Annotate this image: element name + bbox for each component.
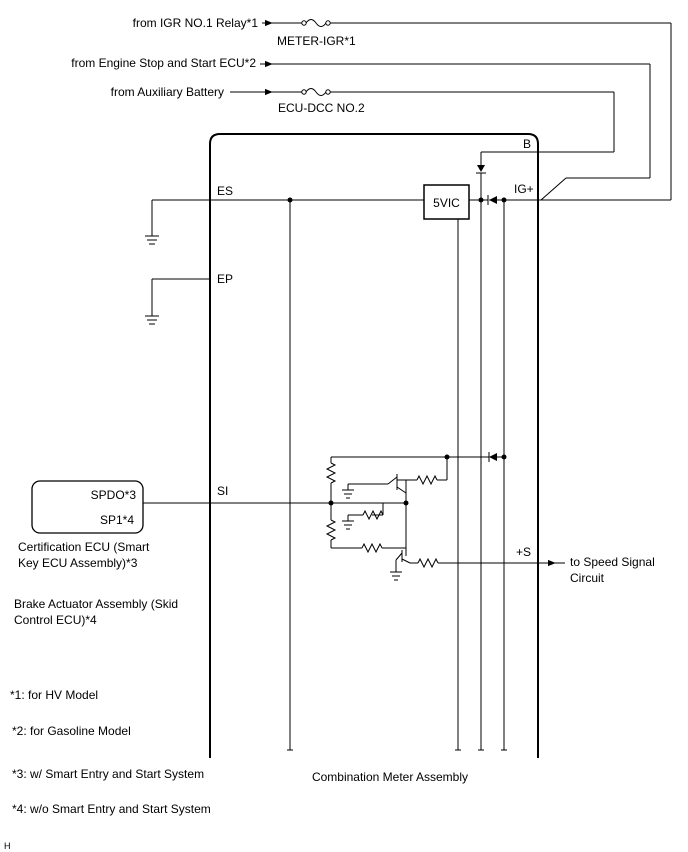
certification-ecu-label-line2: Key ECU Assembly)*3 bbox=[18, 556, 138, 570]
brake-actuator-label-line1: Brake Actuator Assembly (Skid bbox=[14, 597, 178, 611]
b-diode bbox=[476, 152, 486, 200]
transistor-2 bbox=[331, 542, 565, 581]
source-aux-battery-label: from Auxiliary Battery bbox=[111, 85, 224, 99]
ecu-box bbox=[31, 480, 144, 534]
combination-meter-box bbox=[209, 133, 539, 758]
note-4: *4: w/o Smart Entry and Start System bbox=[12, 802, 211, 816]
note-2: *2: for Gasoline Model bbox=[12, 724, 131, 738]
speed-circuit-diode bbox=[331, 452, 504, 480]
regulator-5vic bbox=[423, 184, 470, 220]
ecu-pin-sp1: SP1*4 bbox=[100, 513, 134, 527]
engine-ecu-wire bbox=[260, 60, 651, 201]
speed-circuit-resistors bbox=[143, 457, 409, 548]
note-1: *1: for HV Model bbox=[10, 688, 98, 702]
meter-assembly-label: Combination Meter Assembly bbox=[312, 770, 468, 784]
note-3: *3: w/ Smart Entry and Start System bbox=[12, 767, 204, 781]
fuse-meter-igr-label: METER-IGR*1 bbox=[277, 34, 356, 48]
output-label-line2: Circuit bbox=[570, 571, 605, 585]
terminal-si-label: SI bbox=[217, 484, 228, 498]
terminal-ig-label: IG+ bbox=[514, 182, 534, 196]
corner-mark: H bbox=[4, 841, 11, 851]
source-engine-ecu-label: from Engine Stop and Start ECU*2 bbox=[71, 56, 256, 70]
source-igr-relay-label: from IGR NO.1 Relay*1 bbox=[133, 16, 259, 30]
brake-actuator-label-line2: Control ECU)*4 bbox=[14, 613, 97, 627]
internal-vertical-wires bbox=[455, 200, 507, 751]
fuse-ecu-dcc-label: ECU-DCC NO.2 bbox=[278, 101, 365, 115]
terminal-b-label: B bbox=[523, 137, 531, 151]
output-label-line1: to Speed Signal bbox=[570, 555, 655, 569]
aux-battery-wire bbox=[230, 88, 615, 153]
es-wire bbox=[145, 197, 424, 751]
transistor-1 bbox=[342, 474, 447, 548]
certification-ecu-label-line1: Certification ECU (Smart bbox=[18, 540, 150, 554]
middle-resistor bbox=[342, 503, 384, 530]
ecu-pin-spdo: SPDO*3 bbox=[91, 488, 137, 502]
regulator-5vic-label: 5VIC bbox=[433, 196, 460, 210]
terminal-s-label: +S bbox=[516, 545, 531, 559]
ig-diode bbox=[487, 195, 497, 205]
terminal-ep-label: EP bbox=[217, 272, 233, 286]
terminal-es-label: ES bbox=[217, 184, 233, 198]
igr-wire bbox=[262, 19, 672, 200]
ep-wire bbox=[145, 278, 210, 325]
